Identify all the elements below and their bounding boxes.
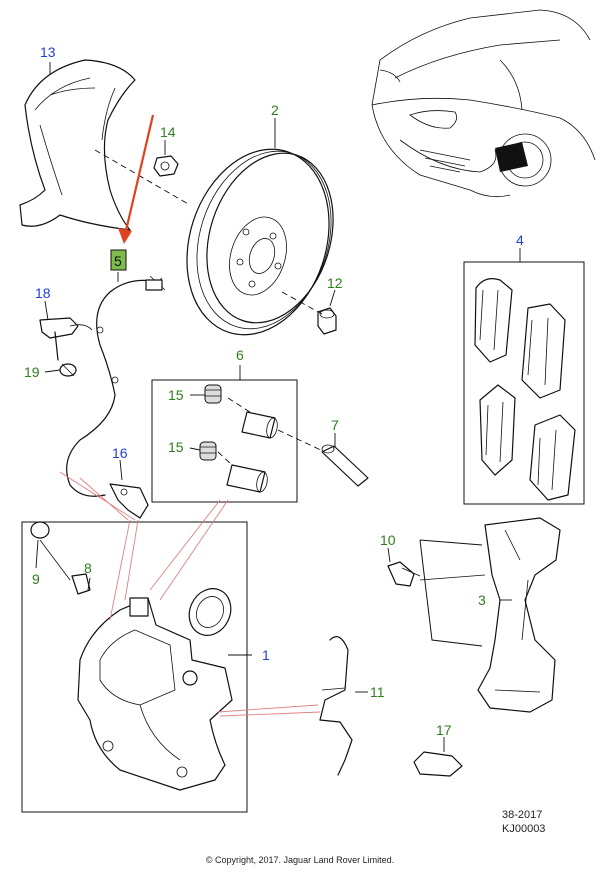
callout-3: 3 [478, 592, 486, 608]
callout-1: 1 [262, 647, 270, 663]
bracket-part-18 [39, 317, 93, 361]
vehicle-sketch [371, 9, 596, 198]
guide-pin-sleeve-upper [241, 411, 278, 439]
callout-10: 10 [380, 532, 396, 548]
caliper-carrier-part [477, 517, 561, 713]
piston-seal-ring [188, 588, 232, 636]
brake-pad-kit-box [463, 261, 585, 505]
bolt-part-10 [387, 561, 421, 587]
reference-line-1: 38-2017 [502, 809, 543, 821]
callout-16: 16 [112, 445, 128, 461]
speed-sensor-cable-part [66, 275, 166, 497]
callout-7: 7 [331, 417, 339, 433]
guide-pin-boot-15a [204, 384, 222, 404]
guide-pin-bolt-part-7 [321, 444, 369, 487]
anti-rattle-spring-part [319, 636, 353, 776]
callout-11: 11 [370, 684, 385, 700]
brake-pad-inner-upper [521, 303, 566, 399]
bracket-part-16 [109, 483, 149, 519]
brake-caliper-part [77, 597, 233, 791]
reference-line-2: KJ00003 [502, 823, 546, 835]
clip-part-19 [59, 363, 77, 377]
reference-number: 38-2017 KJ00003 [502, 808, 545, 836]
brake-shield-part [19, 59, 136, 231]
brake-pad-outer-lower [479, 384, 516, 476]
bleed-cap-part-9 [30, 521, 71, 581]
brake-pad-outer-upper [474, 278, 513, 363]
wheel-hub-highlight-icon [495, 142, 528, 172]
callout-15b: 15 [168, 439, 184, 455]
callout-2: 2 [271, 102, 279, 118]
callout-19: 19 [24, 364, 40, 380]
callout-14: 14 [160, 124, 176, 140]
callout-18: 18 [35, 285, 51, 301]
bolt-part-12 [317, 307, 337, 335]
callout-8: 8 [84, 560, 92, 576]
caliper-assembly-box [21, 521, 248, 813]
brake-pad-inner-lower [529, 414, 576, 501]
red-arrow-icon [118, 114, 155, 244]
bolt-part-14 [153, 155, 179, 177]
guide-pin-boot-15b [199, 441, 217, 461]
copyright-notice: © Copyright, 2017. Jaguar Land Rover Lim… [205, 855, 395, 865]
guide-pin-sleeve-lower [226, 464, 268, 493]
callout-5-box: 5 [110, 249, 127, 271]
callout-13: 13 [40, 44, 56, 60]
callout-5: 5 [114, 253, 122, 269]
callout-12: 12 [327, 275, 343, 291]
guide-pin-kit-box [151, 379, 298, 503]
callout-6: 6 [236, 347, 244, 363]
brake-shim-part [413, 751, 463, 777]
brake-disc-part [186, 148, 334, 336]
callout-9: 9 [32, 571, 40, 587]
callout-4: 4 [516, 232, 524, 248]
bleed-screw-part-8 [71, 573, 91, 595]
callout-17: 17 [436, 722, 452, 738]
callout-15a: 15 [168, 387, 184, 403]
